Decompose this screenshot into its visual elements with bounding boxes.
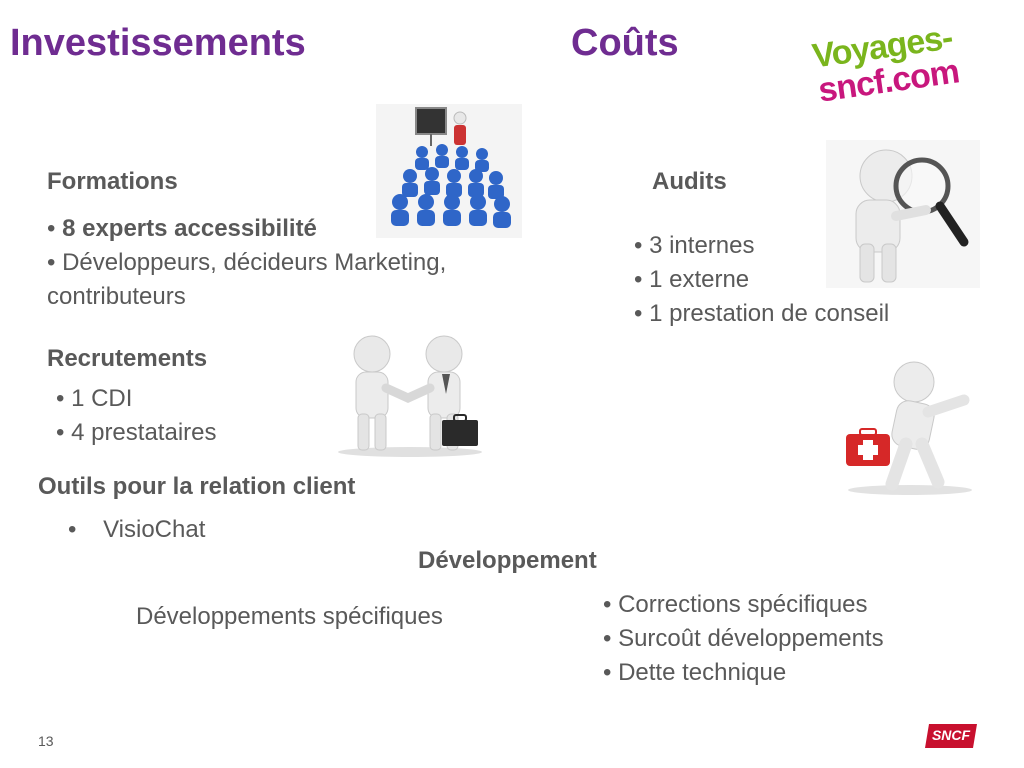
recrutements-item-prestataires: • 4 prestataires [56, 419, 217, 446]
formations-item-developpeurs: • Développeurs, décideurs Marketing, [47, 249, 447, 276]
developpements-specifiques: Développements spécifiques [136, 603, 443, 630]
formations-item-contributeurs: contributeurs [47, 283, 186, 310]
audits-item-externe: • 1 externe [634, 266, 750, 293]
outils-item-visiochat: • VisioChat [68, 516, 206, 543]
title-couts: Coûts [571, 22, 679, 64]
dev-item-surcout: • Surcoût développements [603, 625, 884, 652]
dev-item-dette: • Dette technique [603, 659, 787, 686]
audits-heading: Audits [652, 168, 727, 195]
handshake-icon [332, 332, 490, 458]
training-audience-icon [376, 104, 522, 238]
dev-item-corrections: • Corrections spécifiques [603, 591, 868, 618]
title-investissements: Investissements [10, 22, 306, 64]
sncf-logo: SNCF [923, 722, 979, 750]
formations-heading: Formations [47, 168, 178, 195]
voyages-sncf-logo: Voyages- sncf.com [809, 18, 962, 110]
audits-item-internes: • 3 internes [634, 232, 755, 259]
page-number: 13 [38, 733, 54, 749]
audits-item-prestation: • 1 prestation de conseil [634, 300, 890, 327]
formations-item-experts: • 8 experts accessibilité [47, 215, 317, 242]
recrutements-heading: Recrutements [47, 345, 208, 372]
first-aid-kit-icon [836, 358, 980, 496]
developpement-heading: Développement [418, 547, 597, 574]
recrutements-item-cdi: • 1 CDI [56, 385, 133, 412]
magnifying-glass-icon [826, 140, 980, 288]
outils-heading: Outils pour la relation client [38, 473, 356, 500]
